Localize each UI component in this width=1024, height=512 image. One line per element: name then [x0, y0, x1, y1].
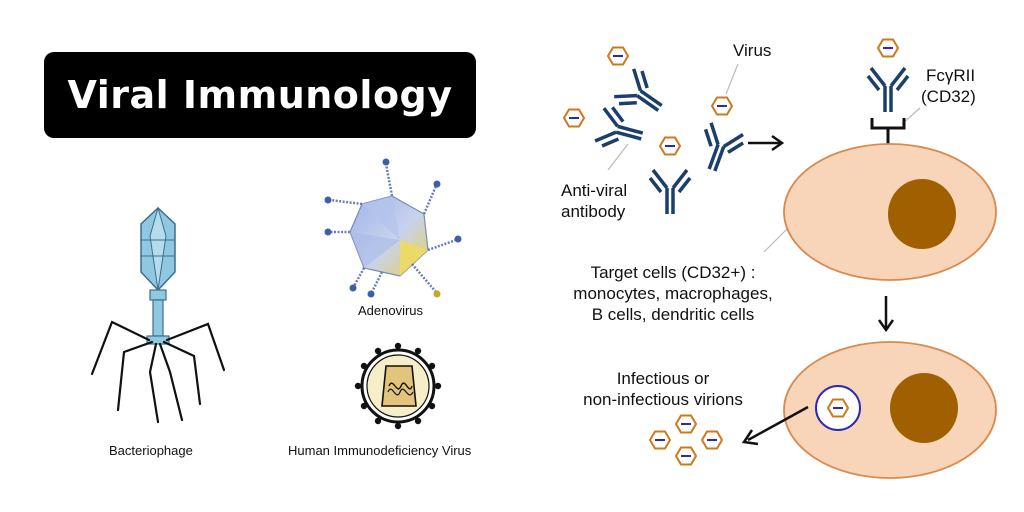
bacteriophage-label: Bacteriophage: [109, 443, 193, 458]
arrow-to-virions: [741, 405, 809, 446]
receptor-label-line2: (CD32): [921, 87, 976, 106]
arrow-down: [877, 296, 895, 333]
target-cell: [783, 143, 997, 281]
target-cells-line2: monocytes, macrophages,: [573, 284, 773, 303]
page-title: Viral Immunology: [67, 73, 453, 117]
infected-cell: [783, 341, 997, 479]
bacteriophage-illustration: [90, 206, 226, 424]
antibody-label-line1: Anti-viral: [561, 181, 628, 200]
hiv-illustration: [354, 342, 442, 430]
virions-line1: Infectious or: [616, 369, 710, 388]
receptor-label-line1: FcγRII: [926, 66, 976, 85]
virions-caption: Infectious or non-infectious virions: [558, 368, 768, 410]
arrow-to-cell: [748, 134, 785, 152]
adenovirus-illustration: [324, 158, 462, 298]
target-cells-line3: B cells, dendritic cells: [591, 305, 755, 324]
target-cells-line1: Target cells (CD32+) :: [590, 263, 756, 282]
title-box: Viral Immunology: [44, 52, 476, 138]
target-cells-caption: Target cells (CD32+) : monocytes, macrop…: [548, 262, 798, 325]
virus-label: Virus: [733, 41, 772, 60]
antibody-label-line2: antibody: [561, 202, 626, 221]
released-virions: [649, 414, 723, 466]
hiv-label: Human Immunodeficiency Virus: [288, 443, 472, 458]
adenovirus-label: Adenovirus: [358, 303, 424, 318]
receptor-bound-complex: [866, 38, 910, 146]
virions-line2: non-infectious virions: [583, 390, 743, 409]
